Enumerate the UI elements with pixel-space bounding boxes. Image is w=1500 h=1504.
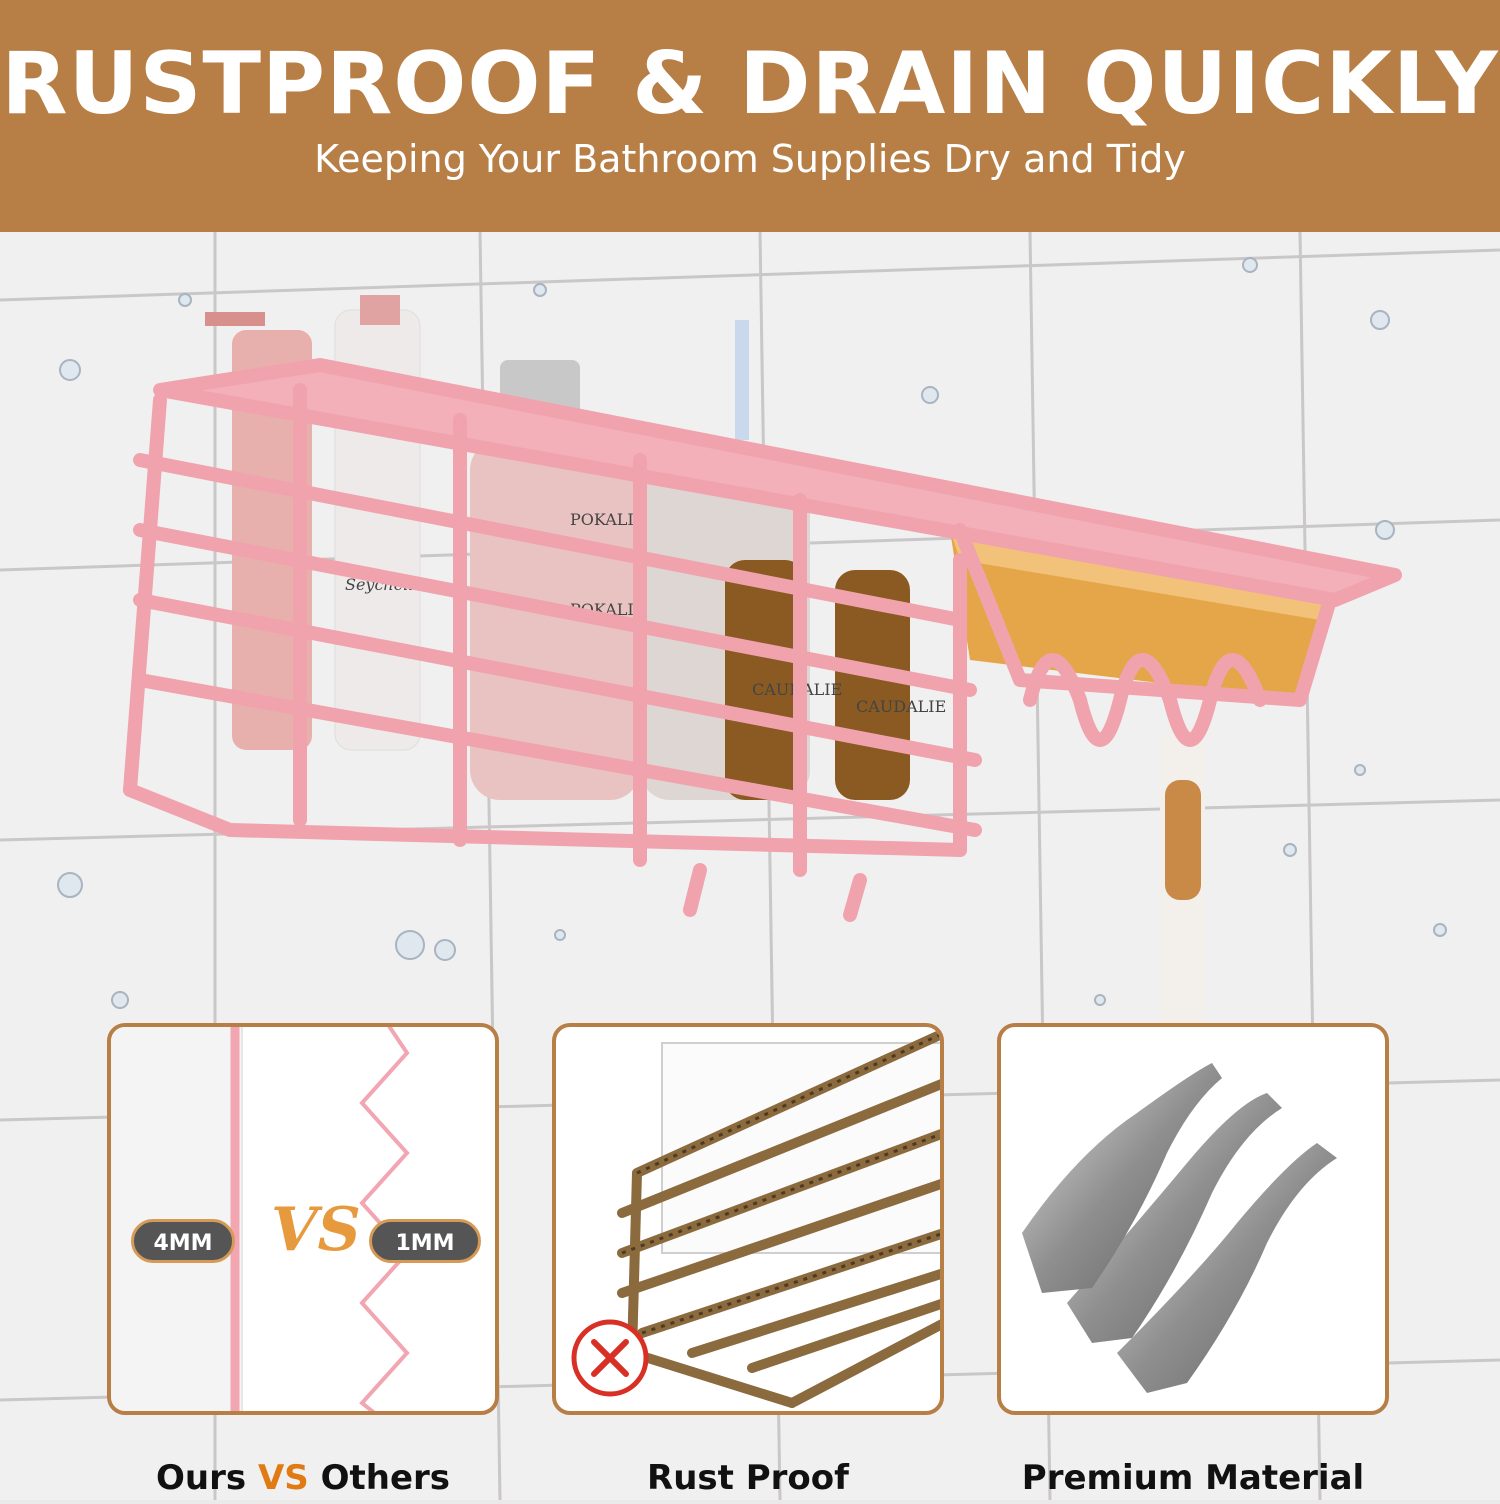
caption-ours: Ours (155, 1458, 247, 1498)
header-banner: RUSTPROOF & DRAIN QUICKLY Keeping Your B… (0, 0, 1500, 232)
rusty-rack-illustration (571, 1029, 940, 1408)
panel-rust-proof (552, 1023, 944, 1415)
caption-rust-proof: Rust Proof (647, 1458, 849, 1498)
steel-sheet-middle (1067, 1093, 1282, 1343)
svg-text:CAUDALIE: CAUDALIE (856, 697, 946, 716)
razor (1160, 730, 1205, 1030)
steel-sheet-front (1022, 1063, 1222, 1293)
caption-premium-material: Premium Material (1021, 1458, 1365, 1498)
caption-comparison: Ours VS Others (107, 1458, 499, 1498)
shower-caddy-illustration: POKALI POKALI CAUDALIE CAUDALIE Seychell… (0, 231, 1500, 1501)
vs-mark: VS (271, 1195, 361, 1265)
water-droplets (57, 257, 1447, 1009)
steel-sheet-back (1117, 1143, 1337, 1393)
page-subtitle: Keeping Your Bathroom Supplies Dry and T… (314, 137, 1186, 181)
badge-1mm: 1MM (369, 1219, 481, 1263)
panel-premium-material (997, 1023, 1389, 1415)
caption-others: Others (320, 1458, 451, 1498)
pink-wire-rack (123, 358, 1402, 922)
x-circle-icon (571, 1319, 649, 1397)
badge-4mm: 4MM (131, 1219, 235, 1263)
svg-text:POKALI: POKALI (570, 510, 634, 529)
page-title: RUSTPROOF & DRAIN QUICKLY (1, 34, 1499, 134)
steel-sheets-illustration (1022, 1063, 1337, 1393)
panel-comparison: 4MM VS 1MM (107, 1023, 499, 1415)
caption-vs: VS (257, 1458, 309, 1498)
